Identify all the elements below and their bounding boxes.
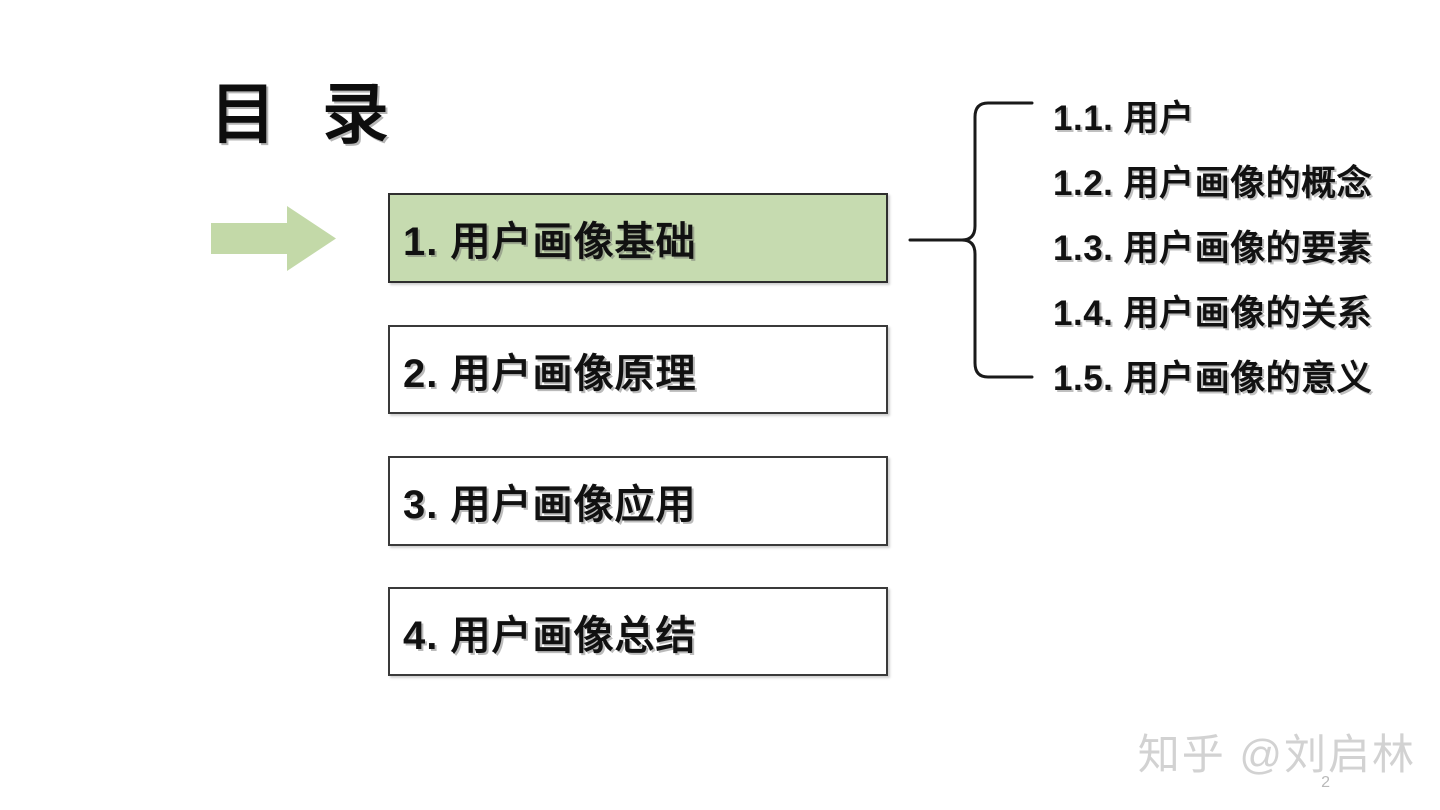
subitem-1-3[interactable]: 1.3. 用户画像的要素 — [1053, 229, 1373, 268]
brace-connector-icon — [900, 90, 1045, 390]
pointer-arrow-icon — [211, 206, 336, 271]
subitem-1-5[interactable]: 1.5. 用户画像的意义 — [1053, 359, 1373, 398]
subitem-1-1[interactable]: 1.1. 用户 — [1053, 99, 1195, 138]
agenda-item-4[interactable]: 4. 用户画像总结 — [388, 587, 888, 676]
page-number: 2 — [1321, 774, 1330, 791]
agenda-item-1[interactable]: 1. 用户画像基础 — [388, 193, 888, 283]
subitem-list: 1.1. 用户 1.2. 用户画像的概念 1.3. 用户画像的要素 1.4. 用… — [1053, 86, 1433, 411]
agenda-item-3[interactable]: 3. 用户画像应用 — [388, 456, 888, 546]
agenda-item-4-label: 4. 用户画像总结 — [403, 613, 697, 658]
agenda-item-1-label: 1. 用户画像基础 — [403, 220, 697, 264]
page-title: 目 录 — [210, 77, 403, 151]
subitem-1-2[interactable]: 1.2. 用户画像的概念 — [1053, 164, 1373, 203]
agenda-item-2[interactable]: 2. 用户画像原理 — [388, 325, 888, 414]
arrow-right-icon — [211, 206, 336, 271]
agenda-item-2-label: 2. 用户画像原理 — [403, 351, 697, 396]
left-curly-brace-icon — [908, 101, 1034, 379]
subitem-1-4[interactable]: 1.4. 用户画像的关系 — [1053, 294, 1373, 333]
agenda-item-3-label: 3. 用户画像应用 — [403, 483, 697, 527]
watermark: 知乎 @刘启林 — [1137, 731, 1416, 778]
